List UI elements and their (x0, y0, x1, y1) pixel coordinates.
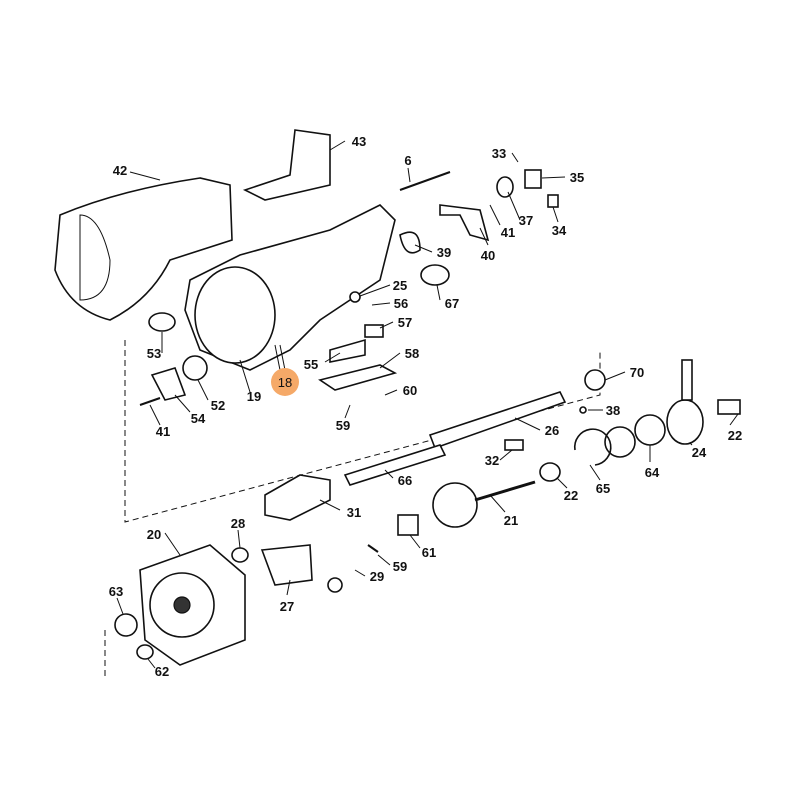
part-52-bearing (182, 355, 208, 381)
callout-41-top[interactable]: 41 (501, 225, 515, 240)
part-35 (524, 169, 542, 189)
part-53-bushing (148, 312, 176, 332)
highlight-marker[interactable] (271, 368, 299, 396)
callout-41-left[interactable]: 41 (156, 424, 170, 439)
callout-32[interactable]: 32 (485, 453, 499, 468)
callout-34[interactable]: 34 (552, 223, 567, 238)
part-32-pin (504, 439, 524, 451)
part-24-stem (681, 359, 693, 401)
part-31-guide (264, 474, 331, 521)
part-21-gear (432, 482, 478, 528)
callout-67[interactable]: 67 (445, 296, 459, 311)
callout-54[interactable]: 54 (191, 411, 206, 426)
part-64-bearing-2 (604, 426, 636, 458)
part-26-plunger-shaft (428, 391, 567, 450)
callout-70[interactable]: 70 (630, 365, 644, 380)
part-67 (420, 264, 450, 286)
callout-28[interactable]: 28 (231, 516, 245, 531)
part-34 (547, 194, 559, 208)
part-40-lever (439, 204, 490, 242)
callout-59-mid[interactable]: 59 (336, 418, 350, 433)
callout-63[interactable]: 63 (109, 584, 123, 599)
callout-64[interactable]: 64 (645, 465, 660, 480)
callout-42[interactable]: 42 (113, 163, 127, 178)
callout-39[interactable]: 39 (437, 245, 451, 260)
part-42-front-housing (54, 177, 233, 321)
part-70-o-ring (584, 369, 606, 391)
callout-58[interactable]: 58 (405, 346, 419, 361)
part-61-bearing (397, 514, 419, 536)
callout-43[interactable]: 43 (352, 134, 366, 149)
callout-55[interactable]: 55 (304, 357, 318, 372)
part-58-plate (318, 364, 398, 391)
callout-22-right[interactable]: 22 (728, 428, 742, 443)
callout-6[interactable]: 6 (404, 153, 411, 168)
callout-21[interactable]: 21 (504, 513, 518, 528)
callout-20[interactable]: 20 (147, 527, 161, 542)
part-39 (399, 231, 421, 254)
part-38-ball (579, 406, 587, 414)
part-29-cap (327, 577, 343, 593)
part-28 (231, 547, 249, 563)
callout-52[interactable]: 52 (211, 398, 225, 413)
part-57 (364, 324, 384, 338)
callout-31[interactable]: 31 (347, 505, 361, 520)
part-66-bar (343, 444, 447, 486)
part-20-hub (173, 596, 191, 614)
callout-38[interactable]: 38 (606, 403, 620, 418)
callout-61[interactable]: 61 (422, 545, 436, 560)
part-62 (136, 644, 154, 660)
callout-25[interactable]: 25 (393, 278, 407, 293)
callout-26[interactable]: 26 (545, 423, 559, 438)
part-37 (496, 176, 514, 198)
callout-24[interactable]: 24 (692, 445, 707, 460)
part-54-plate (150, 367, 187, 401)
callout-57[interactable]: 57 (398, 315, 412, 330)
callout-37[interactable]: 37 (519, 213, 533, 228)
callout-19[interactable]: 19 (247, 389, 261, 404)
callout-59-low[interactable]: 59 (393, 559, 407, 574)
callout-53[interactable]: 53 (147, 346, 161, 361)
callout-27[interactable]: 27 (280, 599, 294, 614)
part-27-bracket (260, 544, 313, 586)
part-19-gasket (194, 266, 276, 364)
part-24-housing (666, 399, 704, 445)
callout-40[interactable]: 40 (481, 248, 495, 263)
callout-29[interactable]: 29 (370, 569, 384, 584)
callout-66[interactable]: 66 (398, 473, 412, 488)
part-55 (329, 338, 366, 363)
callout-35[interactable]: 35 (570, 170, 584, 185)
callout-18[interactable]: 18 (278, 375, 292, 390)
part-64-bearing (634, 414, 666, 446)
part-22-bushing (717, 399, 741, 415)
part-43-blade-clamp (242, 129, 331, 201)
part-63-o-ring (114, 613, 138, 637)
callout-22-mid[interactable]: 22 (564, 488, 578, 503)
callout-62[interactable]: 62 (155, 664, 169, 679)
part-22-bushing-b (539, 462, 561, 482)
part-25-nut (349, 291, 361, 303)
callout-56[interactable]: 56 (394, 296, 408, 311)
callout-60[interactable]: 60 (403, 383, 417, 398)
callout-65[interactable]: 65 (596, 481, 610, 496)
callout-33[interactable]: 33 (492, 146, 506, 161)
